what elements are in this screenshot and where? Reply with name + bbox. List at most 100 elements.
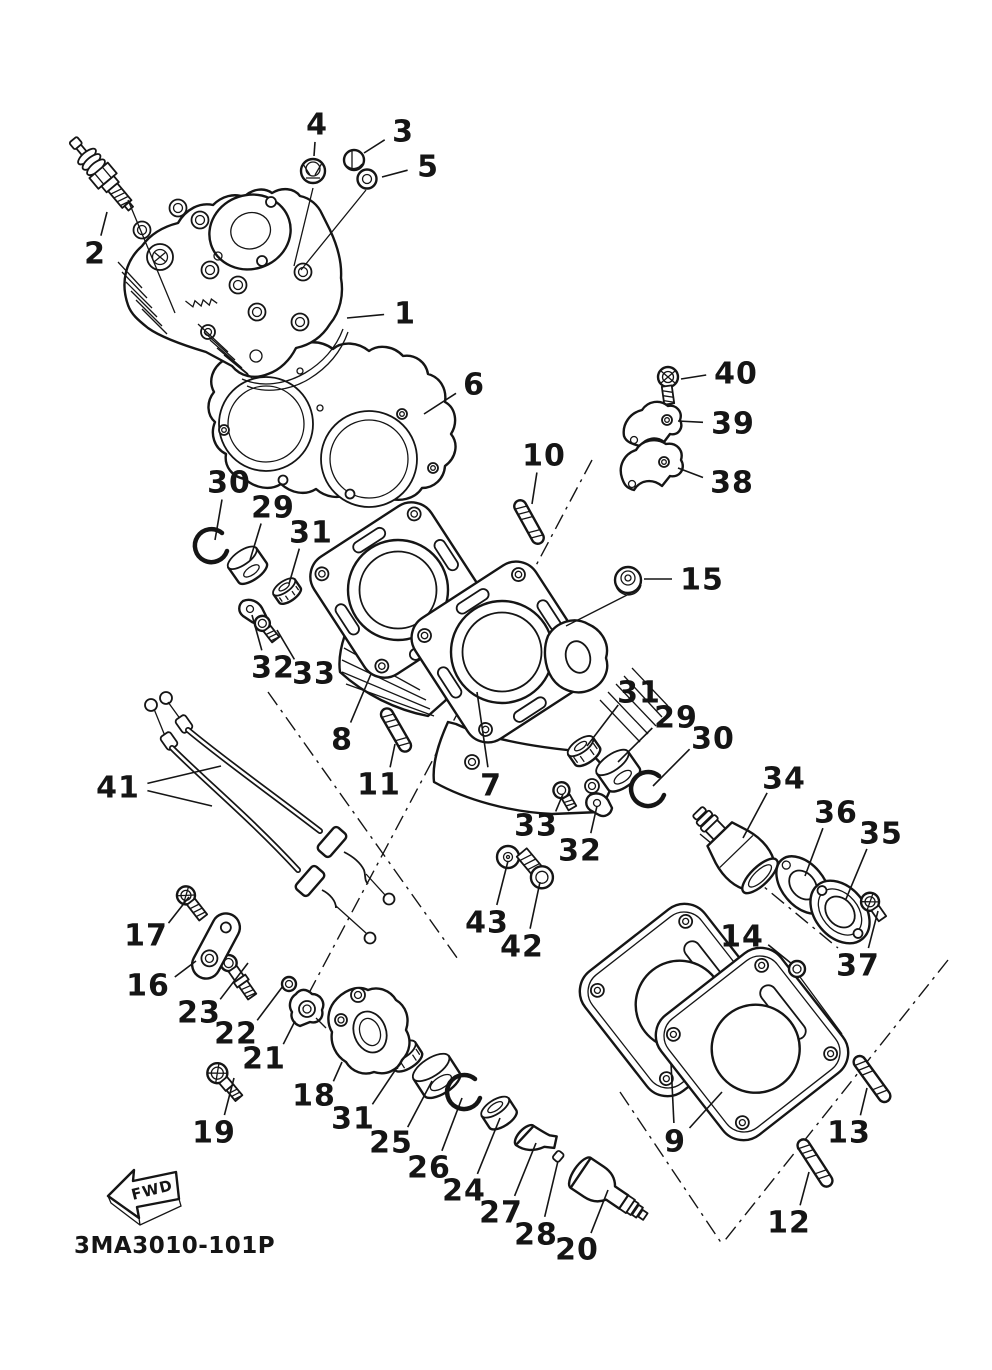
oil-seal-left [226,545,269,586]
callout-12: 12 [767,1206,811,1241]
cylinder-head-cover [117,188,349,391]
washer [356,168,378,190]
callout-33: 33 [292,657,336,692]
stud-front [379,707,413,753]
callout-19: 19 [192,1116,236,1151]
callout-5: 5 [417,150,439,185]
callout-21: 21 [242,1042,286,1077]
cylinder-right [410,560,669,816]
callout-31-2: 31 [617,676,661,711]
callout-31-3: 31 [331,1102,375,1137]
callout-8: 8 [331,723,353,758]
callout-2: 2 [84,237,106,272]
callout-30-2: 30 [691,722,735,757]
valve-large [567,1156,649,1221]
cover-bolt-bosses [132,198,313,363]
base-gasket-right [654,946,850,1142]
spark-plug [68,136,134,212]
callout-24: 24 [442,1174,486,1209]
stud-upper [513,499,545,545]
callout-13: 13 [827,1116,871,1151]
callout-10: 10 [522,439,566,474]
callout-9: 9 [664,1125,686,1160]
callout-14: 14 [720,920,764,955]
stud-rear-lower [796,1138,834,1188]
callout-38: 38 [710,466,754,501]
callout-39: 39 [711,407,755,442]
lever-nut [280,975,298,993]
callout-4: 4 [306,108,328,143]
valve-collar [480,1095,518,1131]
cap-nut [299,157,327,185]
oring-left [192,526,230,565]
callout-32: 32 [251,651,295,686]
valve-pin [552,1150,565,1163]
bolt-left [253,614,281,644]
cylinder-fins-right [599,667,669,743]
callout-37: 37 [836,949,880,984]
exhaust-flange [809,879,871,945]
dowel-pin [787,959,807,979]
fwd-arrow [106,1168,182,1226]
callout-7: 7 [480,769,502,804]
callout-34: 34 [762,762,806,797]
hex-bolt [515,847,555,890]
cable-bracket [190,912,242,980]
callout-42: 42 [500,930,544,965]
valve-oring [444,1072,483,1112]
leader-lines [100,139,879,1234]
flange-bolt [859,891,888,923]
stud-rear-upper [852,1054,892,1104]
bearing-right [566,735,602,768]
valve-housing [327,986,411,1075]
callout-25: 25 [369,1126,413,1161]
flange-nut [613,565,643,596]
cap [342,148,366,172]
callout-28: 28 [514,1218,558,1253]
callout-23: 23 [177,996,221,1031]
head-gasket [207,341,457,508]
callout-16: 16 [126,969,170,1004]
bracket-bolt [175,885,209,922]
exhaust-joint [692,806,779,895]
yamaha-logo-mark [185,298,218,308]
plate-washer [495,844,521,870]
exhaust-boss [543,619,609,694]
adjust-bolt [206,1061,244,1102]
cooling-fins-left [117,261,168,335]
spark-plug-boss [146,243,174,271]
valve-lever [288,988,327,1029]
callout-30: 30 [207,466,251,501]
callout-6: 6 [463,368,485,403]
callout-29: 29 [251,491,295,526]
callout-22: 22 [214,1017,258,1052]
callout-11: 11 [357,768,401,803]
callout-41: 41 [96,771,140,806]
callout-1: 1 [394,297,416,332]
callout-35: 35 [859,817,903,852]
callout-29-2: 29 [654,701,698,736]
callout-17: 17 [124,919,168,954]
callout-20: 20 [555,1233,599,1268]
callout-27: 27 [479,1196,523,1231]
washer-left [272,577,303,605]
valve-small [513,1123,558,1152]
callout-31: 31 [289,516,333,551]
callout-33-2: 33 [514,809,558,844]
power-valve-cables [144,691,396,945]
lever-bolt [219,953,258,1001]
callout-26: 26 [407,1151,451,1186]
stopper-right [585,792,614,818]
callout-numbers: 1234567891011121314151617181920212223242… [84,108,903,1268]
callout-40: 40 [714,357,758,392]
callout-36: 36 [814,796,858,831]
bolt-right [552,780,578,812]
callout-18: 18 [292,1079,336,1114]
callout-15: 15 [680,563,724,598]
cooling-fins-bottom [197,323,253,379]
drawing-number-label: 3MA3010-101P [74,1233,276,1259]
thermostat-flange [208,193,292,271]
oring-right [628,769,667,809]
